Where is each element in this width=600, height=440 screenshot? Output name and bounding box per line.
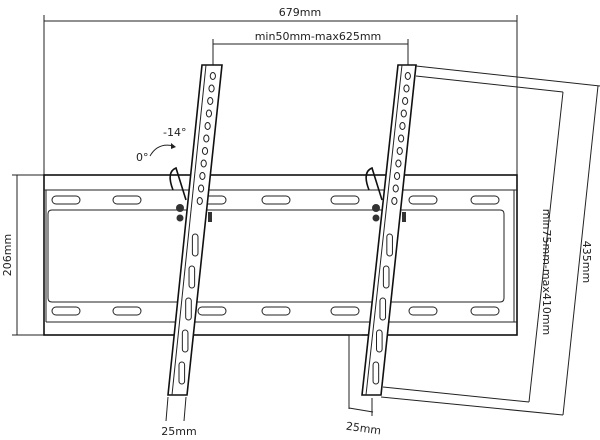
arm-hole (205, 109, 213, 118)
arm-slot (181, 329, 189, 353)
arm-hole (400, 109, 407, 118)
arm-hole (201, 147, 209, 155)
arm-slot (386, 233, 393, 257)
arm-hole (396, 147, 403, 155)
arm-spacing-dimension: min50mm-max625mm (212, 30, 409, 66)
plate-slot (330, 306, 360, 316)
arm-length-dimension: 435mm (380, 65, 600, 416)
arm-slot (191, 233, 199, 257)
left-arm-width-dimension: 25mm (161, 396, 197, 438)
arm-hole (391, 197, 398, 205)
right-arm (361, 64, 417, 396)
arm-hole (403, 84, 410, 93)
arm-hole (197, 184, 205, 193)
arm-hole (397, 134, 405, 143)
tilt-end-label: -14° (163, 126, 186, 139)
tilt-arrow-icon (149, 144, 175, 157)
arm-hole (200, 159, 207, 168)
bracket-clip (208, 212, 212, 222)
arm-slot (379, 297, 387, 321)
wall-plate (43, 174, 518, 336)
arm-hole (207, 97, 214, 105)
arm-hole (208, 84, 215, 93)
arm-slot (376, 329, 383, 353)
lock-knob-icon (372, 214, 380, 222)
arm-hole (395, 159, 402, 168)
arm-length-label: 435mm (580, 241, 593, 283)
left-arm (167, 64, 223, 396)
arm-hole (199, 172, 206, 180)
plate-slot (112, 195, 142, 205)
plate-slot (470, 195, 500, 205)
width-label: 679mm (279, 6, 321, 19)
lock-knob-icon (176, 214, 184, 222)
lock-knob-icon (372, 204, 380, 212)
arm-hole (203, 134, 210, 143)
plate-height-label: 206mm (1, 234, 14, 276)
plate-slot (51, 306, 81, 316)
safety-lever (365, 166, 383, 201)
plate-slot (197, 306, 227, 316)
plate-slot (470, 306, 500, 316)
plate-height-dimension: 206mm (1, 174, 44, 336)
arm-slot (185, 297, 192, 321)
arm-hole (402, 97, 409, 105)
arm-hole (399, 122, 406, 130)
arm-hole (404, 72, 411, 80)
safety-lever (169, 166, 187, 201)
vertical-range-label: min75mm-max410mm (540, 209, 553, 336)
right-arm-width-label: 25mm (345, 420, 382, 438)
tilt-start-label: 0° (136, 151, 149, 164)
width-dimension: 679mm (43, 6, 518, 175)
plate-slot (261, 195, 291, 205)
plate-slot (261, 306, 291, 316)
plate-cutout (47, 209, 505, 303)
tilt-annotation: -14° 0° (136, 126, 186, 164)
plate-slot (330, 195, 360, 205)
arm-hole (209, 72, 216, 80)
plate-slot (408, 195, 438, 205)
lock-knob-icon (176, 204, 184, 212)
arm-slot (372, 361, 380, 385)
plate-slot (112, 306, 142, 316)
arm-hole (204, 122, 211, 130)
plate-slot (408, 306, 438, 316)
arm-hole (393, 172, 401, 180)
arm-slot (382, 265, 390, 289)
plate-slot (51, 195, 81, 205)
arm-spacing-label: min50mm-max625mm (255, 30, 382, 43)
arm-slot (178, 361, 186, 385)
left-arm-width-label: 25mm (161, 425, 196, 438)
vertical-range-dimension: min75mm-max410mm (382, 75, 564, 403)
arm-hole (196, 197, 203, 205)
arrow-head-icon (171, 143, 176, 149)
right-arm-width-dimension: 25mm (345, 334, 382, 438)
arm-slot (188, 265, 196, 289)
bracket-clip (402, 212, 406, 222)
arm-hole (392, 184, 399, 193)
